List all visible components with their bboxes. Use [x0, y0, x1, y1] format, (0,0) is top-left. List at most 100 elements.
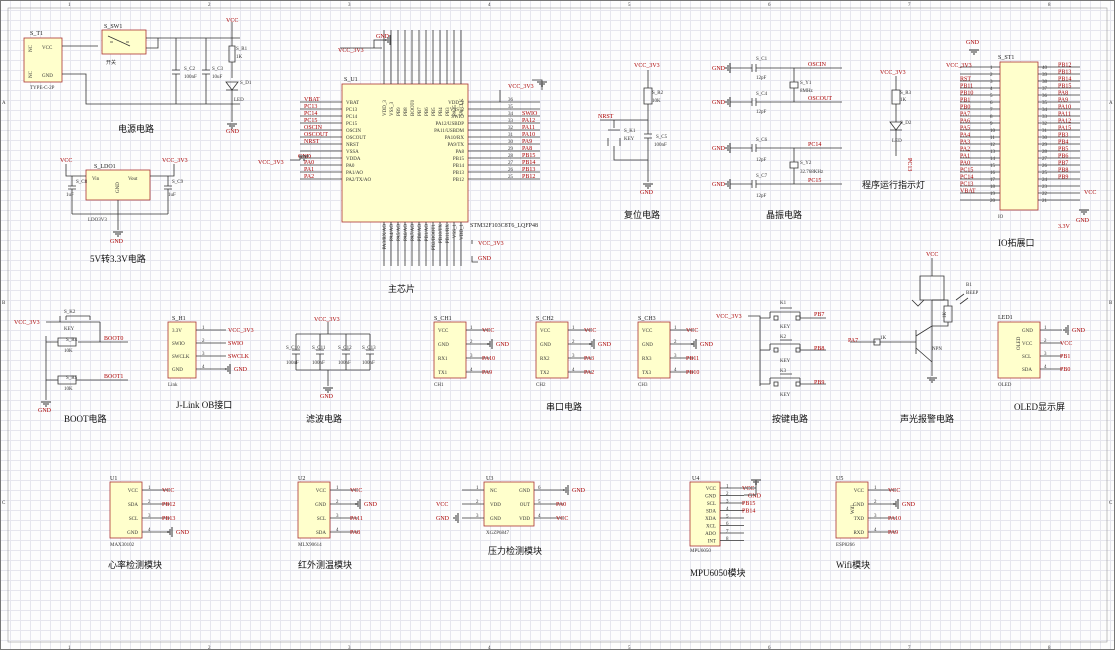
io-left-net-18: VBAT [960, 189, 976, 195]
io-label: IO [998, 215, 1004, 220]
title-ldo: 5V转3.3V电路 [90, 253, 146, 264]
module-U1-net-2: PB13 [162, 516, 175, 522]
r3-ref: S_R3 [900, 91, 912, 96]
uart-2-net-1: GND [598, 342, 612, 348]
mpu-pin-2: SCL [707, 502, 716, 507]
mcu-top-pin-10: PA15 [453, 105, 458, 116]
mpu-pin-7: INT [708, 540, 716, 545]
ldo-v33: VCC_3V3 [162, 158, 188, 164]
rb-val: 1K [943, 312, 948, 319]
mcu-right-num-2: 34 [508, 112, 514, 117]
io-left-num-16: 17 [990, 178, 996, 183]
jlink-num-2: 3 [202, 352, 205, 357]
mcu-left-pin-4: OSCIN [346, 129, 361, 134]
t1-nc-2: NC [29, 70, 34, 78]
r1-val: 1K [236, 55, 243, 60]
border-col-top-3: 3 [348, 3, 351, 8]
mcu-bottom-pin-6: PB1/AO [425, 224, 430, 242]
pressure-right-pin-0: GND [519, 489, 530, 494]
oled-pin-1: VCC [1022, 342, 1033, 347]
module-U2-net-0: VCC [350, 488, 362, 494]
mcu-left-net-6: NRST [304, 139, 320, 145]
io-gnd-right: GND [1076, 218, 1090, 224]
y1-ref: S_Y1 [800, 81, 812, 86]
buzzer-net: PA7 [848, 338, 858, 344]
crystal-gnd-1: GND [712, 66, 726, 72]
mcu-bottom-pin-8: PB10/TX [439, 224, 444, 244]
io-left-net-16: PC14 [960, 175, 973, 181]
mcu-right-net-3: PA12 [522, 118, 535, 124]
b1-ref: B1 [966, 283, 972, 288]
jlink-body [167, 321, 197, 379]
border-col-bottom-2: 2 [208, 646, 211, 650]
mcu-left-pin-8: VDDA [346, 157, 361, 162]
filter-gnd: GND [320, 394, 334, 400]
mcu-left-pin-5: OSCOUT [346, 136, 366, 141]
c4-ref: S_C4 [756, 92, 768, 97]
module-U5-pin-2: TXD [854, 517, 865, 522]
uart-1-num-1: 2 [470, 340, 473, 345]
io-right-net-9: PA15 [1058, 126, 1071, 132]
pressure-right-net-2: VCC [556, 516, 568, 522]
module-U1-num-2: 3 [148, 514, 151, 519]
oled-net-2: PB1 [1060, 354, 1070, 360]
c7-gnd-symbol [725, 178, 731, 190]
c5-val: 100nF [654, 143, 667, 148]
jlink-num-0: 1 [202, 326, 205, 331]
io-pins: 123RST4PB115PB106PB17PB08PA79PA610PA511P… [960, 63, 1080, 204]
mcu-part: STM32F103C8T6_LQFP48 [470, 223, 538, 229]
oled-num-3: 4 [1044, 365, 1047, 370]
io-right-num-12: 28 [1042, 150, 1048, 155]
uart-1-pin-2: RX1 [438, 357, 448, 362]
io-left-net-15: PC15 [960, 168, 973, 174]
module-U2-num-2: 3 [336, 514, 339, 519]
io-right-num-5: 35 [1042, 101, 1048, 106]
uart-1-pin-3: TX1 [438, 371, 448, 376]
io-left-num-1: 2 [990, 73, 993, 78]
module-U1-net-1: PB12 [162, 502, 175, 508]
jlink-pin-2: SWCLK [172, 355, 190, 360]
mcu-left-net-5: OSCOUT [304, 132, 328, 138]
oled-gnd-symbol [1063, 324, 1069, 336]
mcu-body [341, 83, 469, 223]
module-U5-net-0: VCC [888, 488, 900, 494]
y2-val: 32.768KHz [800, 170, 824, 175]
boot-boot1: BOOT1 [104, 374, 123, 380]
key-net-0: PB7 [814, 312, 824, 318]
buzzer-text: VCC B1 BEEP 1K PA7 1K NPN 声光报警电路 [848, 252, 978, 424]
mcu-v33-top: VCC_3V3 [338, 48, 364, 54]
uart-3-num-0: 1 [674, 326, 677, 331]
mcu-left-pin-2: PC14 [346, 115, 358, 120]
mcu-left-pin-11: PA2/TX/AO [346, 178, 371, 183]
mpu-body [689, 481, 721, 547]
module-U1-pin-0: VCC [128, 489, 139, 494]
t1-ref: S_T1 [30, 31, 43, 37]
filter-circuit [292, 322, 374, 386]
mcu-bottom-pin-1: PA4/AO [390, 224, 395, 241]
module-part-U5: ESP8266 [836, 543, 855, 548]
border-col-bottom-1: 1 [68, 646, 71, 650]
title-filter: 滤波电路 [306, 413, 342, 424]
io-right-net-11: PB4 [1058, 140, 1068, 146]
uart-2-pin-1: GND [540, 343, 551, 348]
border-col-bottom-4: 4 [488, 646, 491, 650]
io-left-num-0: 1 [990, 66, 993, 71]
mcu-left-pin-10: PA1/AO [346, 171, 363, 176]
crystal-gnd-4: GND [712, 182, 726, 188]
filter-text: VCC_3V3 GND 滤波电路 [306, 317, 342, 424]
io-right-net-7: PA11 [1058, 112, 1071, 118]
module-label-U5: Wifi [851, 504, 856, 514]
module-U5-num-2: 3 [874, 514, 877, 519]
border-col-bottom-6: 6 [768, 646, 771, 650]
module-U2-pin-1: GND [315, 503, 326, 508]
io-left-num-5: 6 [990, 101, 993, 106]
border-row-left-A: A [2, 101, 6, 106]
mcu-right-pin-6: PA9/TX [448, 143, 465, 148]
mcu-right-pin-11: PB12 [453, 178, 465, 183]
io-right-net-10: PB3 [1058, 133, 1068, 139]
boot-circuit [45, 315, 128, 400]
keys-v33: VCC_3V3 [716, 314, 742, 320]
uart-2-pin-3: TX2 [540, 371, 550, 376]
